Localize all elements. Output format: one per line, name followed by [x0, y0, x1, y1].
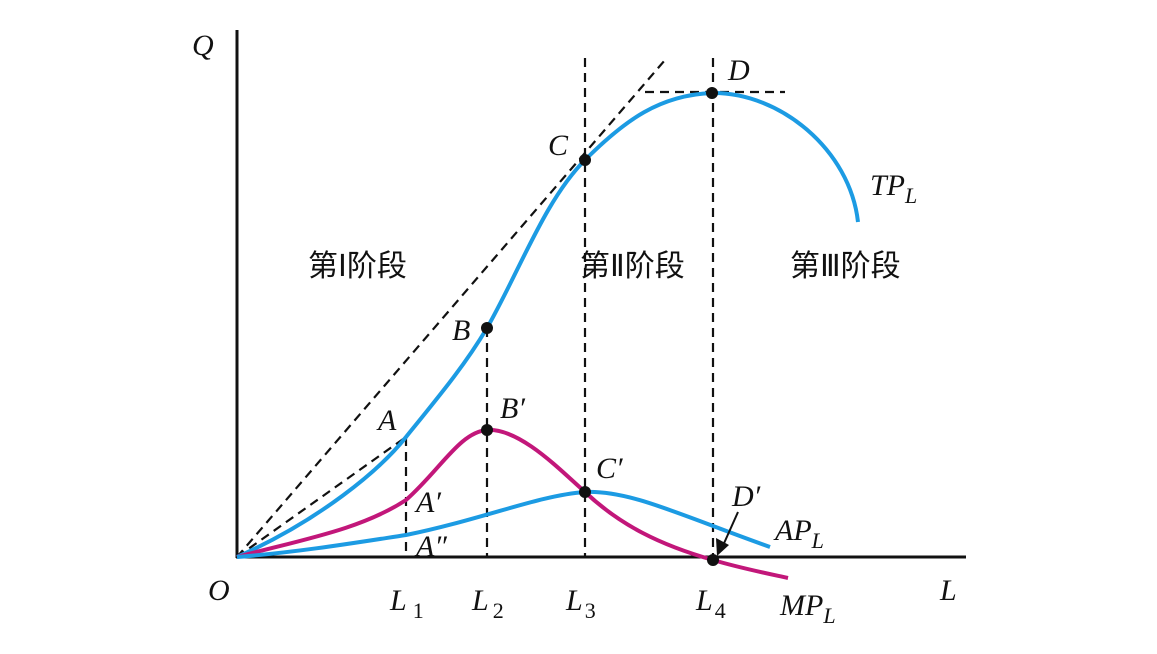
ray-o-a — [236, 436, 407, 558]
tick-l3: L3 — [565, 584, 596, 623]
point-c-prime — [579, 486, 591, 498]
point-d-prime — [707, 554, 719, 566]
label-a: A — [376, 404, 397, 437]
point-d — [706, 87, 718, 99]
label-d: D — [727, 54, 750, 87]
tangent-line-c — [236, 59, 666, 558]
origin-label: O — [208, 574, 230, 607]
label-a-double-prime: A″ — [414, 530, 447, 563]
arrow-head-icon — [716, 538, 729, 556]
label-b: B — [452, 314, 470, 347]
tp-curve — [236, 90, 860, 559]
ap-curve — [236, 489, 771, 559]
label-d-prime: D′ — [731, 480, 761, 513]
x-axis-label: L — [939, 574, 957, 607]
label-ap: APL — [773, 514, 824, 553]
stage-2-label: 第Ⅱ阶段 — [580, 249, 685, 284]
label-c-prime: C′ — [596, 452, 623, 485]
label-tp: TPL — [870, 169, 917, 208]
label-a-prime: A′ — [414, 486, 441, 519]
point-b-prime — [481, 424, 493, 436]
y-axis-label: Q — [192, 29, 214, 62]
label-b-prime: B′ — [500, 392, 525, 425]
label-c: C — [548, 129, 569, 162]
label-mp: MPL — [779, 589, 836, 628]
stage-3-label: 第Ⅲ阶段 — [790, 249, 901, 284]
stage-1-label: 第Ⅰ阶段 — [308, 249, 407, 284]
tick-l4: L4 — [695, 584, 726, 623]
point-c — [579, 154, 591, 166]
point-b — [481, 322, 493, 334]
